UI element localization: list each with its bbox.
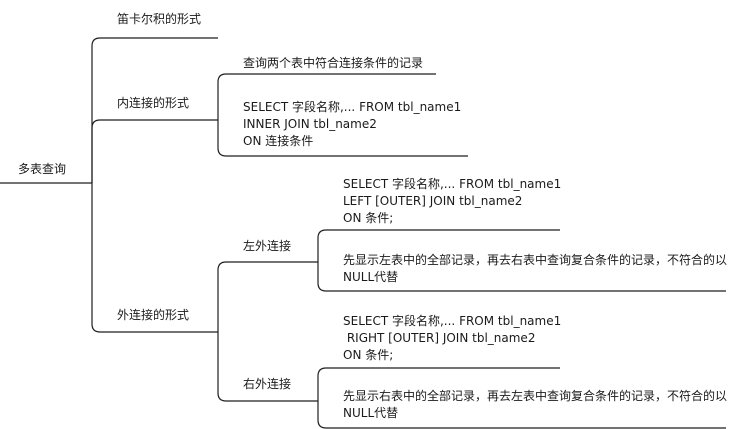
left-outer-node-label: 左外连接 [243,239,292,253]
right-outer-sql-line-1: SELECT 字段名称,... FROM tbl_name1 [343,314,562,328]
inner-join-sql-line-3: ON 连接条件 [243,134,314,148]
edge-right-sql [317,367,560,401]
edge-outer-right [217,332,318,402]
edge-outer-left [217,261,318,332]
outer-join-node-label: 外连接的形式 [117,308,190,322]
right-outer-description: 先显示右表中的全部记录，再去左表中查询复合条件的记录，不符合的以NULL代替 [343,389,728,420]
edge-inner-sql [217,120,468,157]
edge-left-sql [317,229,560,262]
cartesian-node-label: 笛卡尔积的形式 [117,12,202,26]
inner-join-node-label: 内连接的形式 [117,96,190,110]
inner-join-description: 查询两个表中符合连接条件的记录 [243,56,424,70]
left-outer-description: 先显示左表中的全部记录，再去右表中查询复合条件的记录，不符合的以NULL代替 [343,253,728,284]
edge-root-inner [91,119,218,183]
edge-root-cartesian [91,37,218,183]
inner-join-sql-line-1: SELECT 字段名称,... FROM tbl_name1 [243,100,462,114]
root-node-label: 多表查询 [18,162,67,176]
inner-join-sql-line-2: INNER JOIN tbl_name2 [243,117,377,131]
left-outer-sql-line-1: SELECT 字段名称,... FROM tbl_name1 [343,177,562,191]
left-outer-sql-line-2: LEFT [OUTER] JOIN tbl_name2 [343,194,523,208]
right-outer-sql-line-3: ON 条件; [343,348,394,362]
edge-root-outer [91,183,218,333]
left-outer-sql-line-3: ON 条件; [343,211,394,225]
edge-right-desc [317,401,726,429]
edge-left-desc [317,262,726,292]
right-outer-node-label: 右外连接 [243,377,292,391]
right-outer-sql-line-2: RIGHT [OUTER] JOIN tbl_name2 [343,331,536,345]
edge-inner-desc [217,73,436,120]
